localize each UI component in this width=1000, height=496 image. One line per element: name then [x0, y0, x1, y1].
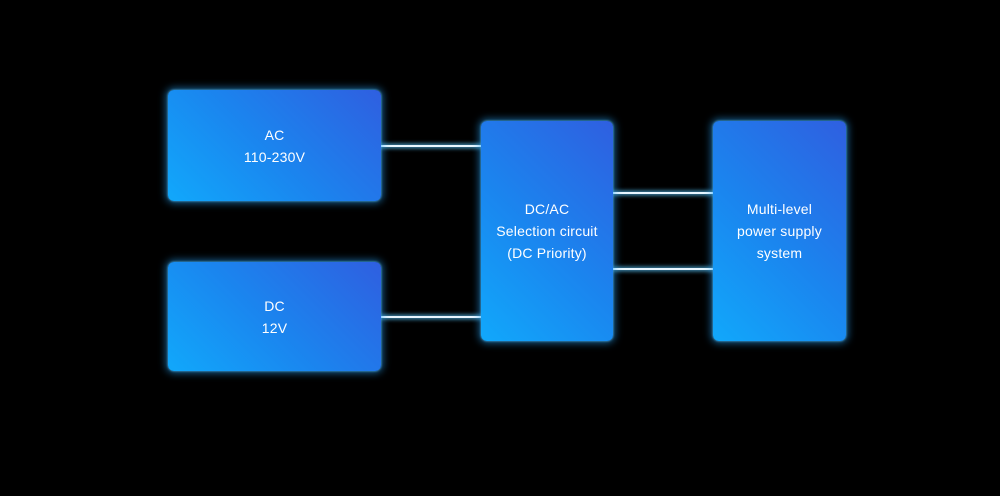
connector-ac-to-selection	[381, 145, 481, 147]
multi-level-block-line-1: Multi-level	[746, 201, 813, 217]
connector-selection-to-multi-level-upper	[613, 192, 713, 194]
selection-circuit-block: DC/AC Selection circuit (DC Priority)	[481, 121, 613, 341]
ac-block-voltage: 110-230V	[243, 148, 306, 165]
selection-block-line-2: Selection circuit	[496, 223, 598, 239]
dc-block-label: DC	[264, 297, 285, 314]
multi-level-power-block: Multi-level power supply system	[713, 121, 846, 341]
multi-level-block-line-2: power supply	[737, 223, 822, 239]
connector-dc-to-selection	[381, 316, 481, 318]
multi-level-block-line-3: system	[756, 245, 803, 261]
selection-block-line-1: DC/AC	[524, 201, 570, 217]
ac-block-label: AC	[264, 126, 285, 143]
dc-block-voltage: 12V	[261, 319, 288, 336]
dc-input-block: DC 12V	[168, 262, 381, 371]
ac-input-block: AC 110-230V	[168, 90, 381, 201]
connector-selection-to-multi-level-lower	[613, 268, 713, 270]
selection-block-line-3: (DC Priority)	[507, 245, 587, 261]
